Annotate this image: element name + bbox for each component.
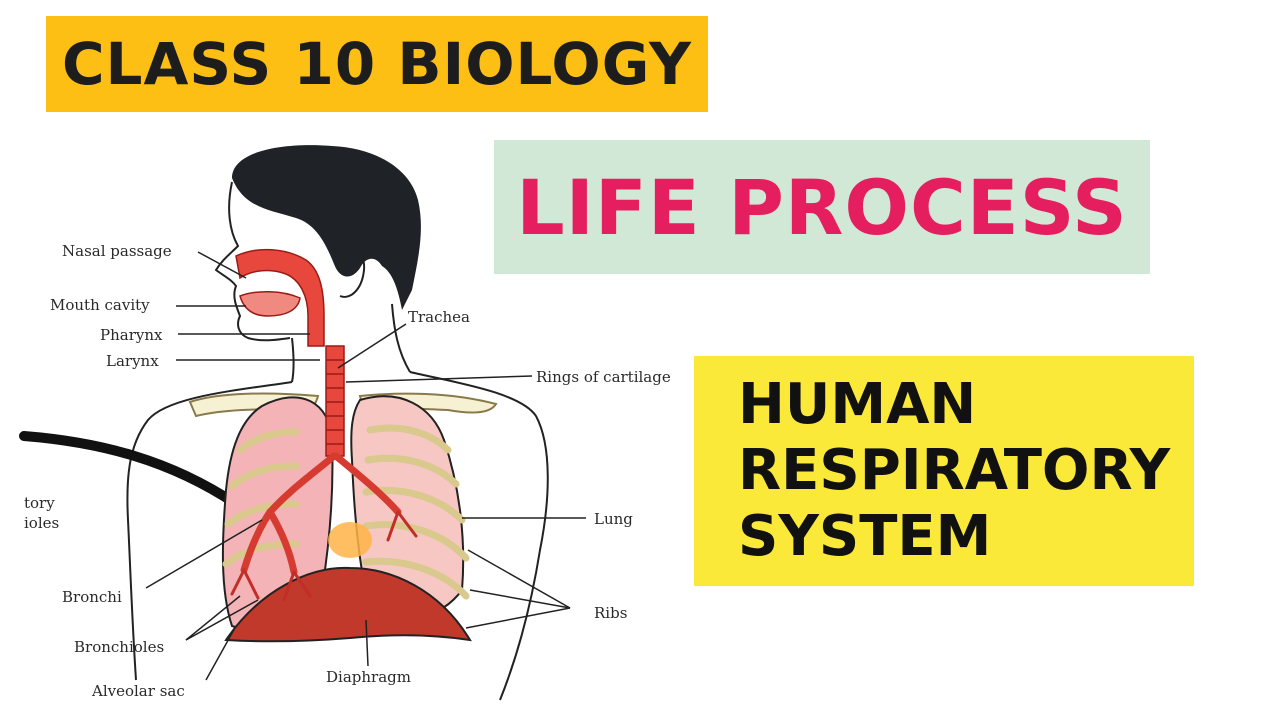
label-pharynx: Pharynx (100, 326, 163, 344)
class-title-banner: CLASS 10 BIOLOGY (46, 16, 708, 112)
heart-glow (328, 522, 372, 558)
topic-title-box: HUMAN RESPIRATORY SYSTEM (694, 356, 1194, 586)
topic-line-2: RESPIRATORY (738, 438, 1170, 504)
label-trachea: Trachea (408, 308, 470, 326)
topic-line-3: SYSTEM (738, 504, 991, 570)
class-title: CLASS 10 BIOLOGY (62, 30, 692, 98)
label-cut-top: tory (24, 494, 55, 512)
label-bronchioles: Bronchioles (74, 638, 164, 656)
respiratory-system-diagram: Nasal passage Mouth cavity Pharynx Laryn… (0, 120, 700, 720)
label-nasal-passage: Nasal passage (62, 242, 172, 260)
label-mouth-cavity: Mouth cavity (50, 296, 150, 314)
label-diaphragm: Diaphragm (326, 668, 411, 686)
label-lung: Lung (594, 510, 633, 528)
label-rings-of-cartilage: Rings of cartilage (536, 368, 671, 386)
label-ribs: Ribs (594, 604, 627, 622)
label-cut-bottom: ioles (24, 514, 59, 532)
label-bronchi: Bronchi (62, 588, 122, 606)
mouth-cavity-shape (240, 292, 300, 316)
trachea (326, 346, 344, 456)
hair-shape (232, 145, 421, 310)
topic-line-1: HUMAN (738, 372, 976, 438)
label-alveolar-sac: Alveolar sac (91, 682, 185, 700)
label-larynx: Larynx (106, 352, 159, 370)
